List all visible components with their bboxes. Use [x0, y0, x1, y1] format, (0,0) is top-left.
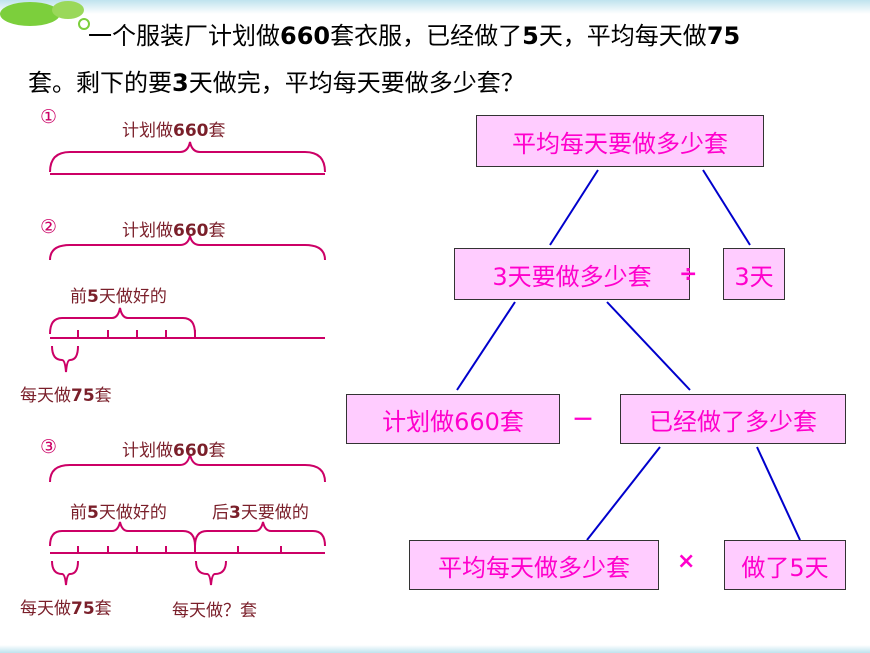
- bottom-decoration-band: [0, 645, 870, 653]
- label-text: 计划做: [122, 441, 173, 461]
- label-number: 660: [173, 441, 209, 461]
- label-number: 660: [173, 121, 209, 141]
- label-text: 计划做: [122, 121, 173, 141]
- tree-line: [606, 301, 691, 391]
- leaf-decoration-icon: [0, 1, 90, 30]
- label-number: 3: [229, 503, 241, 523]
- label-number: 75: [71, 599, 95, 619]
- label-text: 后: [212, 503, 229, 523]
- tree-line: [549, 169, 599, 246]
- problem-number: 660: [280, 22, 331, 50]
- first5-brace-2: [49, 307, 196, 335]
- minus-operator: －: [572, 408, 595, 433]
- problem-number: 3: [172, 69, 189, 97]
- problem-text: 天，平均每天做: [538, 22, 707, 50]
- plan-label-1: 计划做660套: [122, 116, 226, 141]
- label-text: 前: [70, 503, 87, 523]
- first5-brace-3: [49, 521, 196, 547]
- tree-line: [702, 169, 751, 246]
- diagram-number-2: ②: [40, 216, 58, 238]
- unknown-perday-label: 每天做？套: [172, 601, 257, 621]
- problem-text: 一个服装厂计划做: [88, 22, 280, 50]
- problem-line-1: 一个服装厂计划做660套衣服，已经做了5天，平均每天做75: [88, 16, 740, 51]
- unknown-brace-3: [195, 560, 227, 586]
- label-text: 每天做: [20, 599, 71, 619]
- last3-brace-3: [194, 521, 326, 547]
- last3-label-3: 后3天要做的: [212, 498, 309, 523]
- label-text: 天做好的: [98, 287, 167, 307]
- label-number: 5: [87, 503, 99, 523]
- top-decoration-band: [0, 0, 870, 14]
- problem-line-2: 套。剩下的要3天做完，平均每天要做多少套？: [28, 63, 525, 98]
- first5-label-2: 前5天做好的: [70, 282, 167, 307]
- label-text: 套: [208, 221, 226, 241]
- diagram-number-3: ③: [40, 436, 58, 458]
- three-days-box: 3天: [723, 248, 785, 300]
- three-days-total-box: 3天要做多少套: [454, 248, 690, 300]
- perday-label-3: 每天做75套: [20, 594, 112, 619]
- label-number: 75: [71, 386, 95, 406]
- label-text: 天要做的: [240, 503, 309, 523]
- tree-line: [456, 301, 516, 391]
- problem-text: 套衣服，已经做了: [330, 22, 523, 50]
- problem-number: 5: [522, 22, 539, 50]
- five-days-box: 做了5天: [724, 540, 846, 590]
- multiply-operator: ×: [677, 549, 696, 574]
- problem-number: 75: [706, 22, 741, 50]
- done-box: 已经做了多少套: [620, 394, 846, 444]
- diagram-number-1: ①: [40, 106, 58, 128]
- problem-text: 天做完，平均每天要做多少套？: [188, 69, 525, 97]
- label-number: 5: [87, 287, 99, 307]
- label-text: 套: [94, 386, 112, 406]
- plan-label-2: 计划做660套: [122, 216, 226, 241]
- label-text: 前: [70, 287, 87, 307]
- first5-label-3: 前5天做好的: [70, 498, 167, 523]
- plan-label-3: 计划做660套: [122, 436, 226, 461]
- perday-label-2: 每天做75套: [20, 381, 112, 406]
- label-number: 660: [173, 221, 209, 241]
- total-brace-1: [49, 141, 326, 173]
- problem-text: 套。剩下的要: [28, 69, 172, 97]
- divide-operator: ÷: [679, 262, 698, 287]
- label-text: 天做好的: [98, 503, 167, 523]
- plan-660-box: 计划做660套: [346, 394, 560, 444]
- label-text: 套: [208, 121, 226, 141]
- perday-brace-2: [51, 345, 79, 373]
- tree-line: [586, 446, 661, 541]
- label-text: 套: [208, 441, 226, 461]
- label-text: 每天做: [20, 386, 71, 406]
- tree-line: [756, 446, 801, 541]
- label-text: 套: [94, 599, 112, 619]
- root-box: 平均每天要做多少套: [476, 115, 764, 167]
- perday-brace-3: [51, 560, 79, 586]
- label-text: 计划做: [122, 221, 173, 241]
- avg-per-day-box: 平均每天做多少套: [409, 540, 659, 590]
